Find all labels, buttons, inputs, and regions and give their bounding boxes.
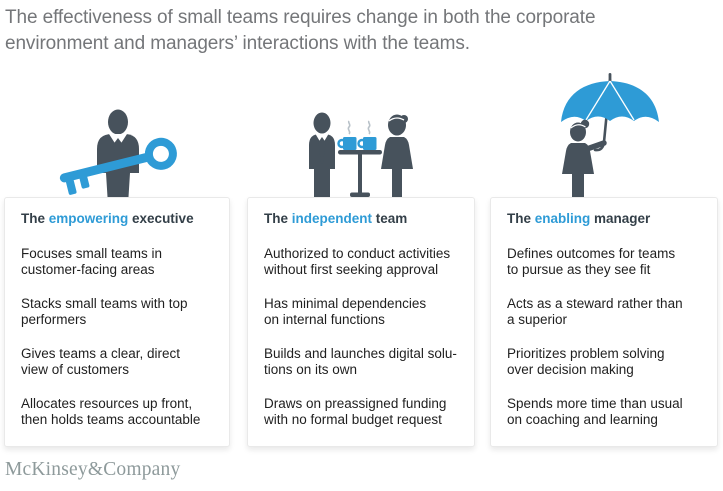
manager-with-umbrella-icon [561, 73, 659, 197]
card-item: Authorized to conduct activities without… [264, 246, 451, 277]
card-item: Prioritizes problem solving over decisio… [507, 346, 665, 377]
card-item: Gives teams a clear, direct view of cust… [21, 346, 181, 377]
card-title-prefix: The [264, 211, 292, 226]
card-item: Allocates resources up front, then holds… [21, 396, 201, 427]
card-item: Defines outcomes for teams to pursue as … [507, 246, 676, 277]
team-at-table-illustration [296, 77, 426, 197]
card-title-empowering-executive: The empowering executive [21, 211, 214, 227]
card-title-enabling-manager: The enabling manager [507, 211, 702, 227]
card-title-suffix: executive [128, 211, 194, 226]
mckinsey-logo: McKinsey&Company [5, 459, 181, 480]
card-item: Has minimal dependencies on internal fun… [264, 296, 427, 327]
card-independent-team: The independent team Authorized to condu… [247, 197, 475, 447]
card-title-highlight: empowering [48, 211, 129, 226]
card-item: Spends more time than usual on coaching … [507, 396, 683, 427]
card-enabling-manager: The enabling manager Defines outcomes fo… [490, 197, 718, 447]
card-title-suffix: team [372, 211, 408, 226]
card-item: Builds and launches digital solu- tions … [264, 346, 457, 377]
manager-with-umbrella-illustration [540, 70, 670, 197]
executive-with-key-icon [59, 109, 177, 197]
card-title-independent-team: The independent team [264, 211, 459, 227]
card-empowering-executive: The empowering executive Focuses small t… [4, 197, 230, 447]
card-title-suffix: manager [590, 211, 651, 226]
card-title-highlight: independent [291, 211, 373, 226]
card-title-highlight: enabling [534, 211, 591, 226]
executive-with-key-illustration [38, 77, 198, 197]
card-item: Acts as a steward rather than a superior [507, 296, 683, 327]
card-title-prefix: The [21, 211, 49, 226]
card-title-prefix: The [507, 211, 535, 226]
team-at-table-icon [309, 112, 413, 197]
card-item: Focuses small teams in customer-facing a… [21, 246, 163, 277]
card-item: Stacks small teams with top performers [21, 296, 188, 327]
page-title: The effectiveness of small teams require… [5, 7, 596, 54]
card-item: Draws on preassigned funding with no for… [264, 396, 447, 427]
